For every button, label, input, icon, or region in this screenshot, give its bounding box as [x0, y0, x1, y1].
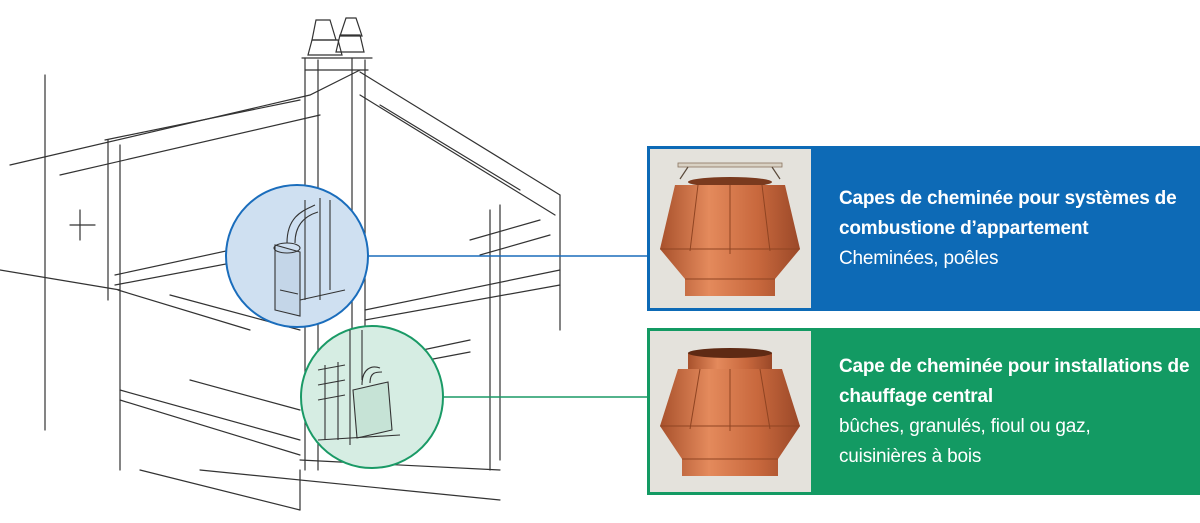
central-heating-detail-circle [300, 325, 647, 469]
card-subtitle-line: Cheminées, poêles [839, 247, 999, 269]
card-subtitle-line: bûches, granulés, fioul ou gaz, [839, 415, 1091, 437]
apartment-stove-detail-circle [225, 184, 647, 328]
card-apartment-combustion: Capes de cheminée pour systèmes de combu… [647, 146, 1200, 311]
card-title: Capes de cheminée pour systèmes de combu… [839, 187, 1177, 239]
card-title: Cape de cheminée pour installations de c… [839, 355, 1190, 407]
card-subtitle-line: cuisinières à bois [839, 445, 982, 467]
copper-chimney-cap-with-lid-photo [650, 149, 811, 308]
copper-chimney-cap-open-top-photo [650, 331, 811, 492]
card-subtitle: Cheminées, poêles [839, 244, 1200, 274]
card-subtitle: bûches, granulés, fioul ou gaz, cuisiniè… [839, 412, 1200, 472]
card-central-heating: Cape de cheminée pour installations de c… [647, 328, 1200, 495]
